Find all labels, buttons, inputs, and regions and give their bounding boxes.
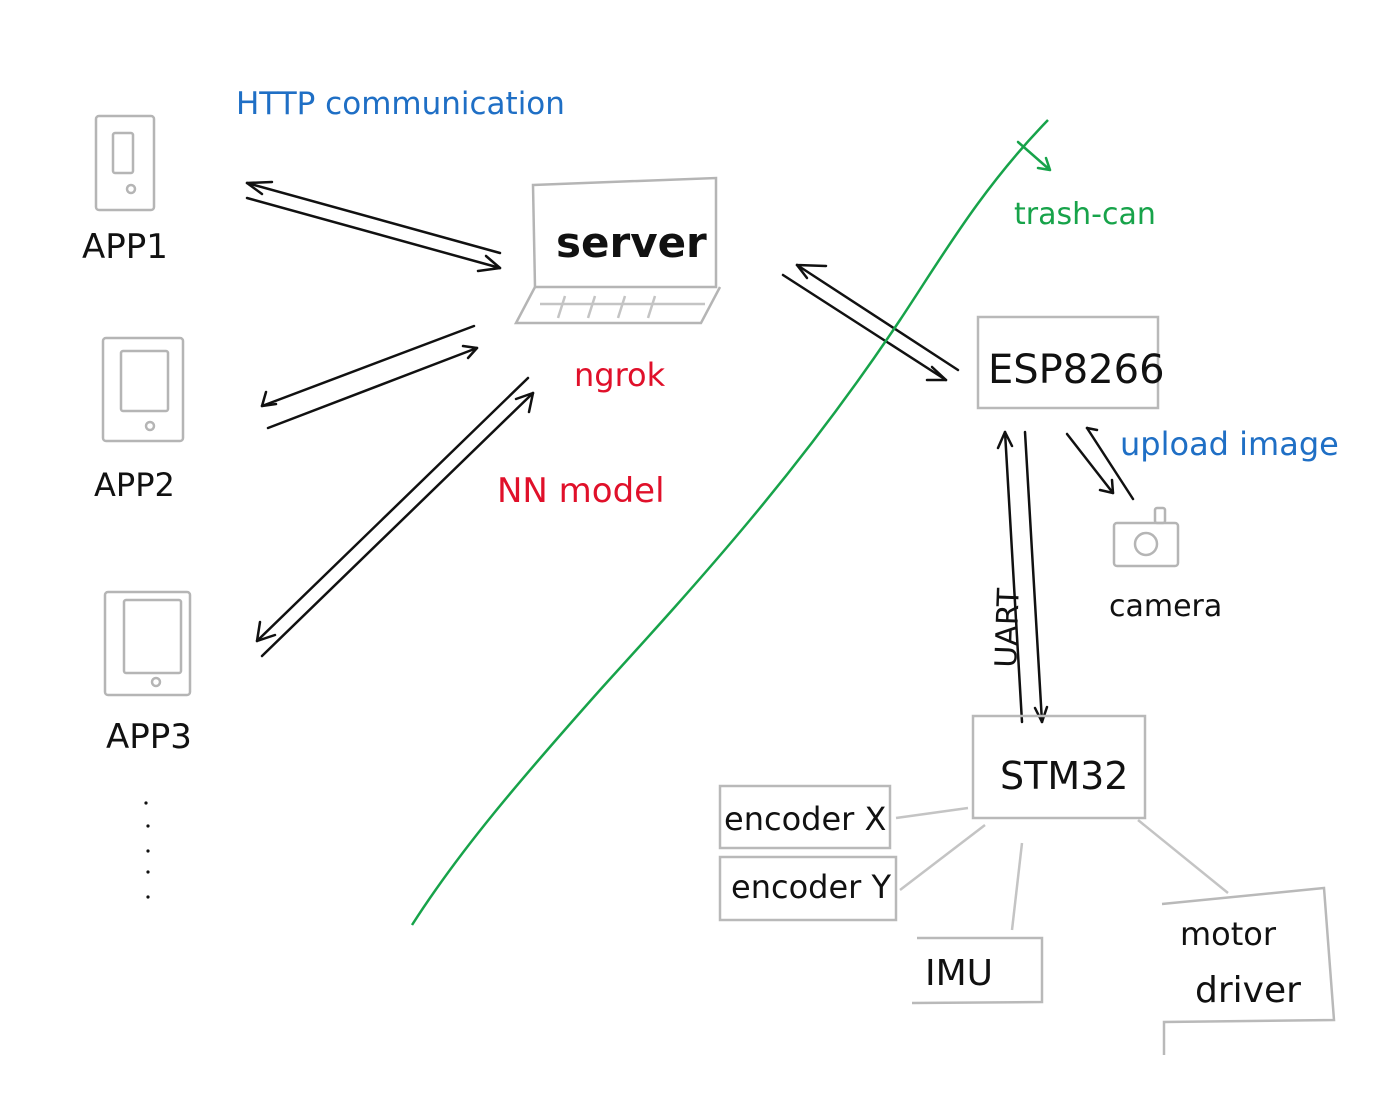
app2-tablet-icon bbox=[101, 336, 185, 443]
ngrok-label: ngrok bbox=[574, 356, 666, 394]
app3-label: APP3 bbox=[106, 717, 192, 757]
ellipsis-text: ...... bbox=[0, 0, 3, 1]
app3-server-arrows bbox=[255, 376, 535, 658]
server-laptop-icon bbox=[513, 176, 722, 325]
motor-driver-box bbox=[1161, 886, 1336, 1055]
uart-arrows bbox=[996, 430, 1049, 724]
motor-driver-label-line2: driver bbox=[1195, 970, 1301, 1011]
esp8266-box bbox=[976, 315, 1160, 410]
trash-can-label: trash-can bbox=[1014, 197, 1156, 232]
encoder-x-box bbox=[718, 784, 892, 850]
app2-label: APP2 bbox=[94, 466, 175, 504]
app1-phone-icon bbox=[94, 114, 156, 212]
esp8266-camera-arrows bbox=[1065, 426, 1135, 501]
imu-label: IMU bbox=[925, 953, 993, 994]
camera-label: camera bbox=[1109, 589, 1222, 624]
server-label: server bbox=[556, 218, 707, 267]
trash-can-boundary-line bbox=[410, 119, 1049, 926]
app3-tablet-icon bbox=[103, 590, 192, 697]
nn-model-label: NN model bbox=[497, 471, 665, 511]
encoder-y-label: encoder Y bbox=[731, 868, 891, 906]
encoder-x-label: encoder X bbox=[724, 800, 886, 838]
trash-can-arrow-icon bbox=[1016, 140, 1052, 172]
motor-driver-label-line1: motor bbox=[1180, 915, 1277, 953]
imu-box bbox=[911, 936, 1044, 1005]
camera-icon bbox=[1112, 506, 1180, 568]
stm32-label: STM32 bbox=[1000, 754, 1128, 798]
upload-image-label: upload image bbox=[1120, 425, 1339, 463]
http-communication-label: HTTP communication bbox=[236, 86, 565, 122]
server-esp8266-arrows bbox=[781, 263, 960, 382]
more-apps-ellipsis bbox=[144, 801, 150, 899]
app1-server-arrows bbox=[245, 180, 502, 273]
app1-label: APP1 bbox=[82, 227, 168, 267]
stm32-connections bbox=[895, 806, 1229, 931]
uart-label: UART bbox=[989, 587, 1027, 668]
stm32-box bbox=[971, 714, 1147, 820]
esp8266-label: ESP8266 bbox=[988, 347, 1165, 393]
app2-server-arrows bbox=[260, 324, 479, 430]
encoder-y-box bbox=[718, 855, 898, 922]
